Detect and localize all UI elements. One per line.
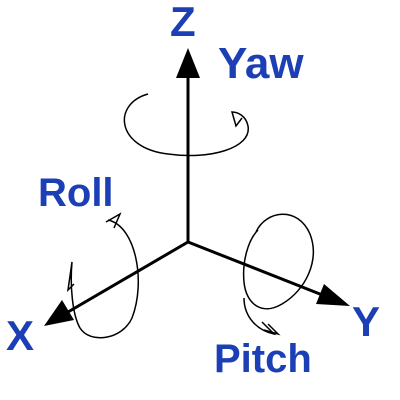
y-axis-label: Y: [352, 298, 380, 345]
roll-label: Roll: [38, 171, 114, 215]
roll-rotation-tail: [105, 212, 122, 229]
x-axis-arrowhead: [44, 300, 74, 326]
y-axis-arrowhead: [316, 284, 350, 306]
pitch-rotation-arrow: [242, 213, 314, 336]
y-axis-line: [187, 240, 331, 300]
x-axis-label: X: [6, 312, 34, 359]
x-axis-line: [67, 240, 189, 314]
yaw-rotation-arrow: [123, 93, 249, 157]
z-axis-arrowhead: [176, 48, 200, 78]
yaw-label: Yaw: [218, 39, 304, 88]
pitch-label: Pitch: [214, 337, 312, 381]
z-axis-label: Z: [170, 0, 196, 45]
roll-rotation-arrow: [66, 219, 139, 339]
pitch-rotation-head: [263, 323, 281, 336]
